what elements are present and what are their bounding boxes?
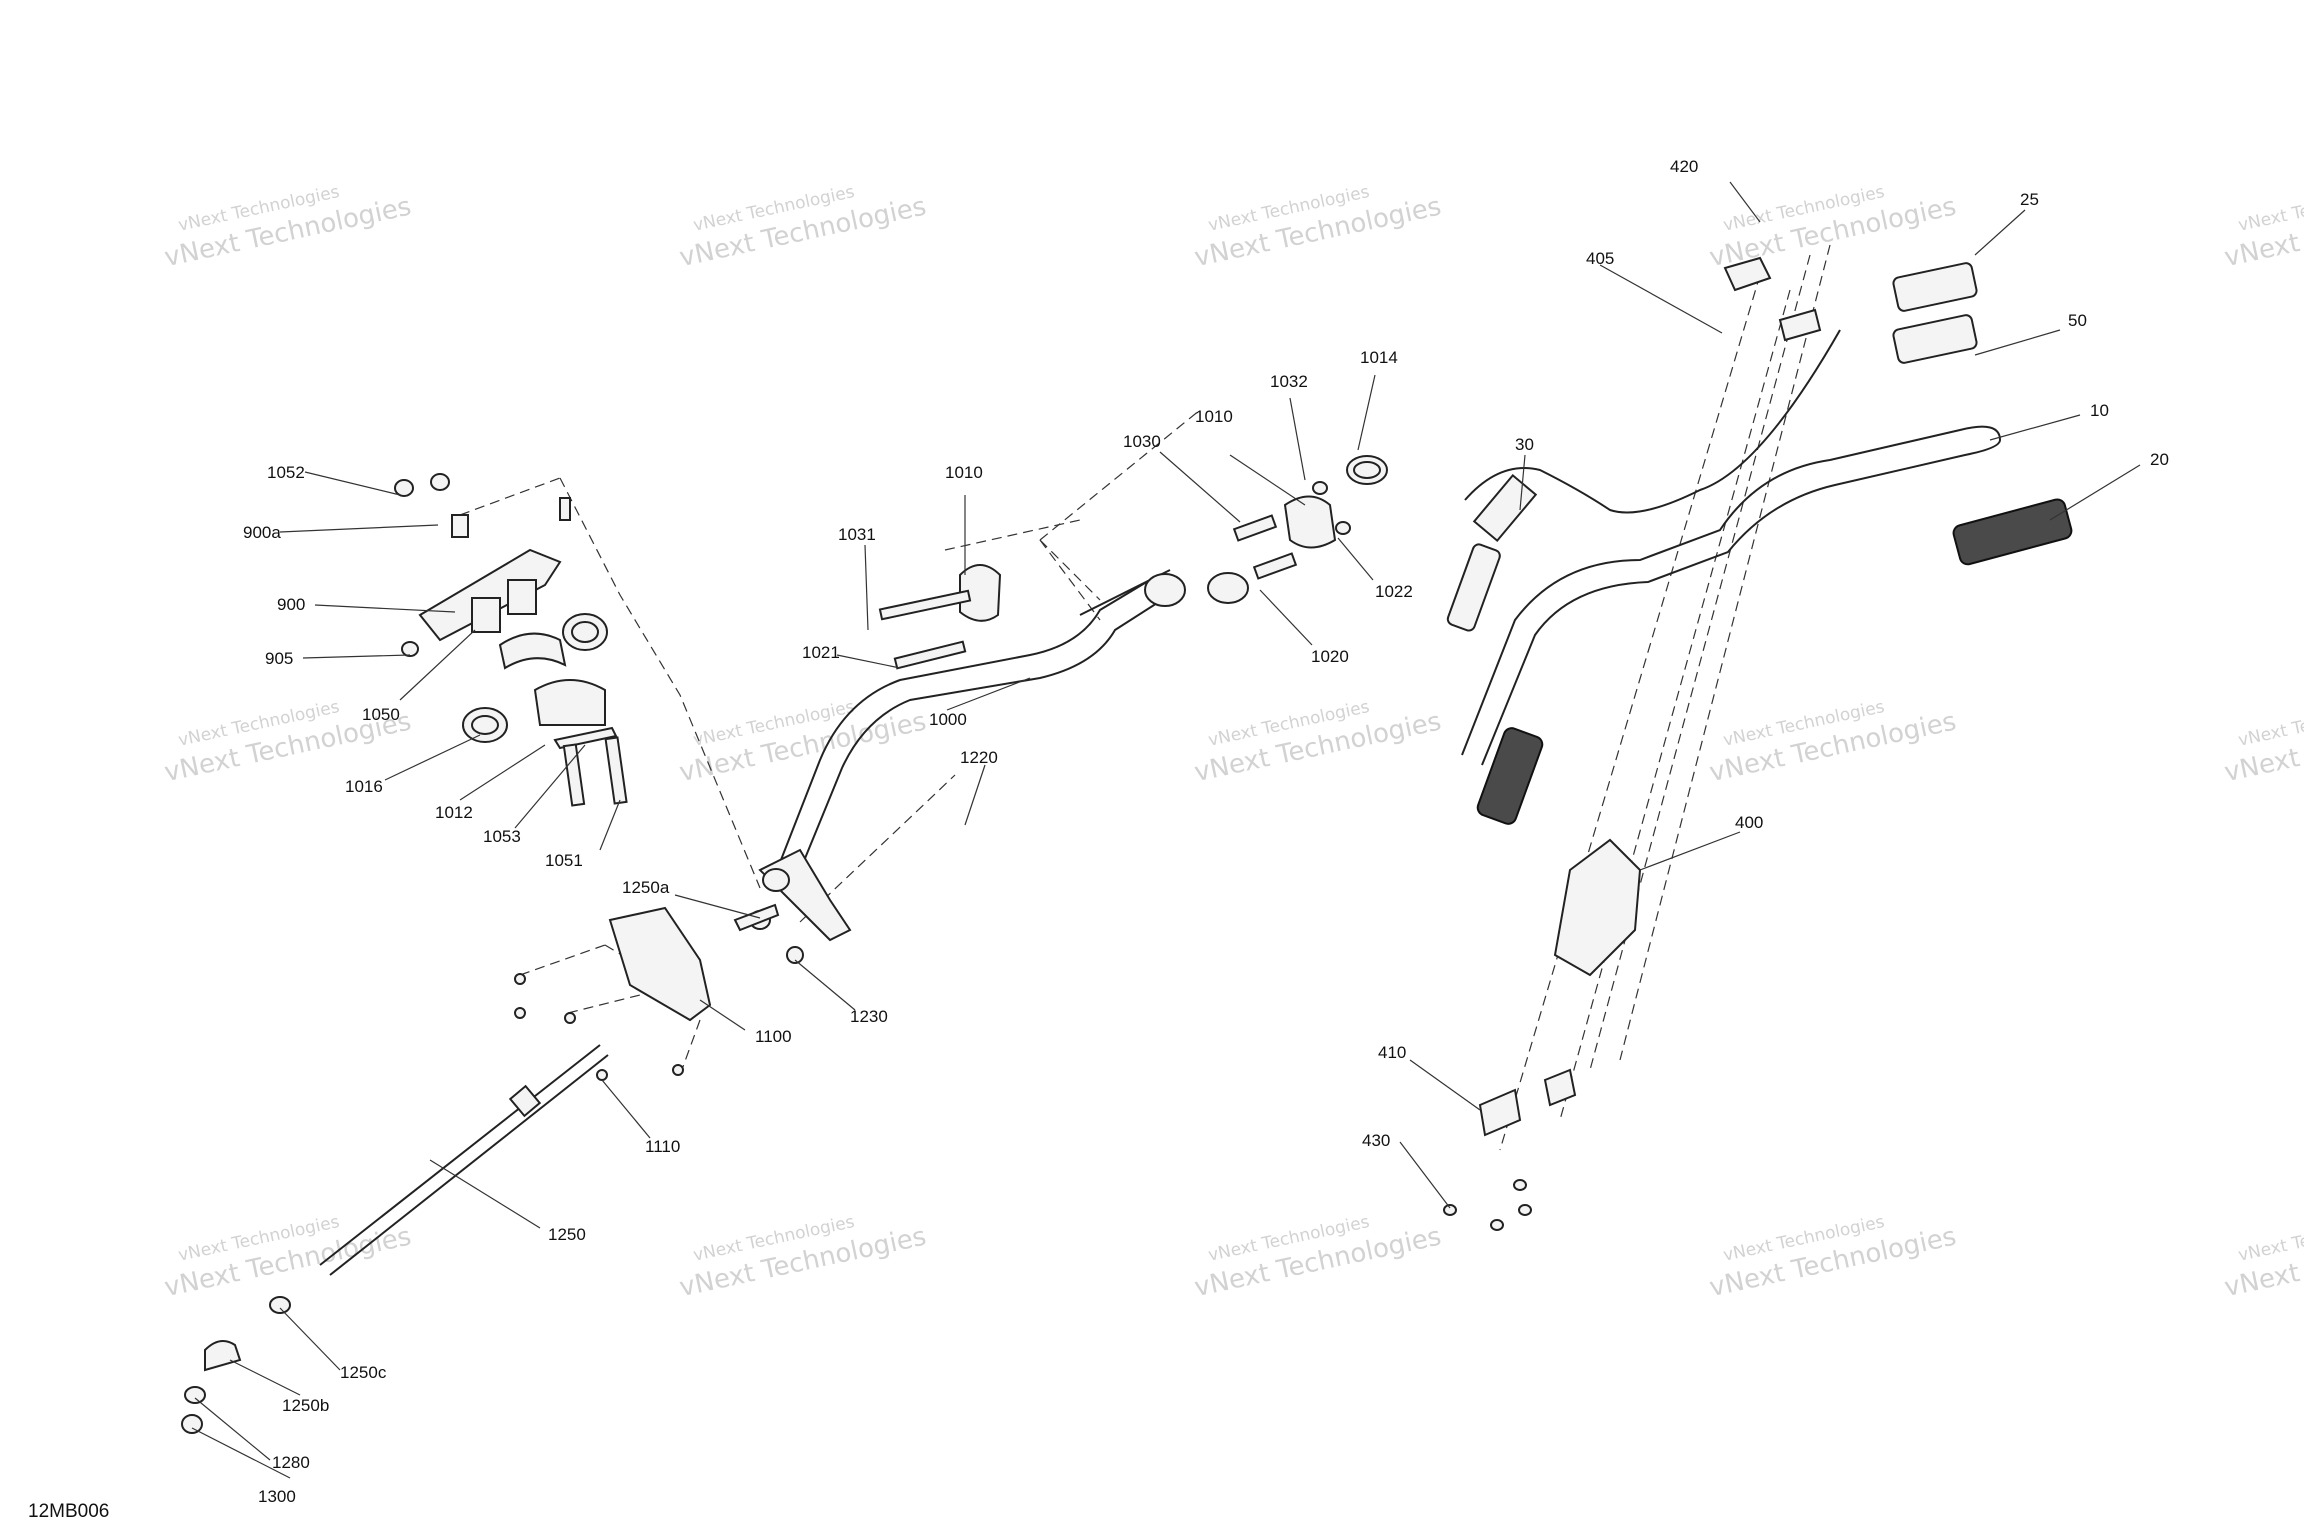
- callout-10: 10: [2090, 401, 2109, 420]
- callout-labels: 420 25 405 50 1014 1032 30 10 1010 1030 …: [243, 157, 2169, 1506]
- callout-1032: 1032: [1270, 372, 1308, 391]
- callout-400: 400: [1735, 813, 1763, 832]
- callout-1020: 1020: [1311, 647, 1349, 666]
- callout-900a: 900a: [243, 523, 281, 542]
- handlebar-clamp-assembly: [394, 473, 628, 807]
- callout-1012: 1012: [435, 803, 473, 822]
- callout-1030: 1030: [1123, 432, 1161, 451]
- callout-1031: 1031: [838, 525, 876, 544]
- leader-lines: [191, 181, 2141, 1479]
- callout-430: 430: [1362, 1131, 1390, 1150]
- callout-1014: 1014: [1360, 348, 1398, 367]
- callout-1053: 1053: [483, 827, 521, 846]
- callout-30: 30: [1515, 435, 1534, 454]
- callout-1051: 1051: [545, 851, 583, 870]
- callout-420: 420: [1670, 157, 1698, 176]
- callout-1050: 1050: [362, 705, 400, 724]
- callout-905: 905: [265, 649, 293, 668]
- callout-1100: 1100: [755, 1027, 792, 1046]
- callout-1022: 1022: [1375, 582, 1413, 601]
- steering-column-upper: [758, 455, 1388, 942]
- callout-1250: 1250: [548, 1225, 586, 1244]
- callout-25: 25: [2020, 190, 2039, 209]
- assembly-guide-lines: [459, 244, 1831, 1151]
- callout-1220: 1220: [960, 748, 998, 767]
- callout-1300: 1300: [258, 1487, 296, 1506]
- callout-50: 50: [2068, 311, 2087, 330]
- callout-1052: 1052: [267, 463, 305, 482]
- callout-1280: 1280: [272, 1453, 310, 1472]
- callout-1250a: 1250a: [622, 878, 670, 897]
- steering-column-lower: [181, 903, 804, 1434]
- callout-1230: 1230: [850, 1007, 888, 1026]
- callout-1250c: 1250c: [340, 1363, 387, 1382]
- callout-410: 410: [1378, 1043, 1406, 1062]
- callout-1110: 1110: [645, 1137, 680, 1156]
- callout-1010-mid: 1010: [945, 463, 983, 482]
- handlebar-right: [1443, 256, 2073, 1231]
- diagram-code: 12MB006: [28, 1501, 109, 1522]
- callout-1010-top: 1010: [1195, 407, 1233, 426]
- callout-1250b: 1250b: [282, 1396, 329, 1415]
- callout-405: 405: [1586, 249, 1614, 268]
- callout-1021: 1021: [802, 643, 840, 662]
- callout-20: 20: [2150, 450, 2169, 469]
- callout-1000: 1000: [929, 710, 967, 729]
- callout-900: 900: [277, 595, 305, 614]
- callout-1016: 1016: [345, 777, 383, 796]
